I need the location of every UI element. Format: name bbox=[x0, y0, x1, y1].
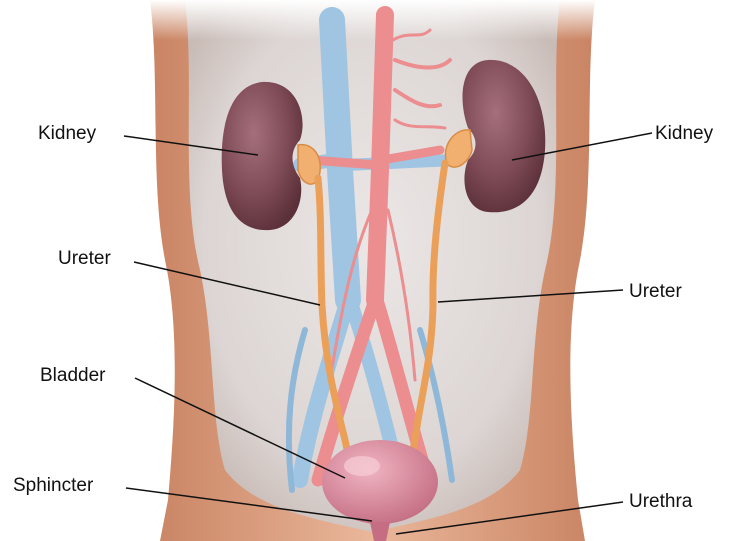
kidney-left bbox=[222, 82, 303, 230]
bladder bbox=[322, 440, 438, 524]
label-kidney-right: Kidney bbox=[655, 124, 713, 143]
label-ureter-left: Ureter bbox=[58, 249, 111, 268]
label-urethra: Urethra bbox=[629, 492, 692, 511]
label-sphincter: Sphincter bbox=[13, 476, 93, 495]
label-bladder: Bladder bbox=[40, 366, 106, 385]
label-kidney-left: Kidney bbox=[38, 124, 96, 143]
label-ureter-right: Ureter bbox=[629, 282, 682, 301]
